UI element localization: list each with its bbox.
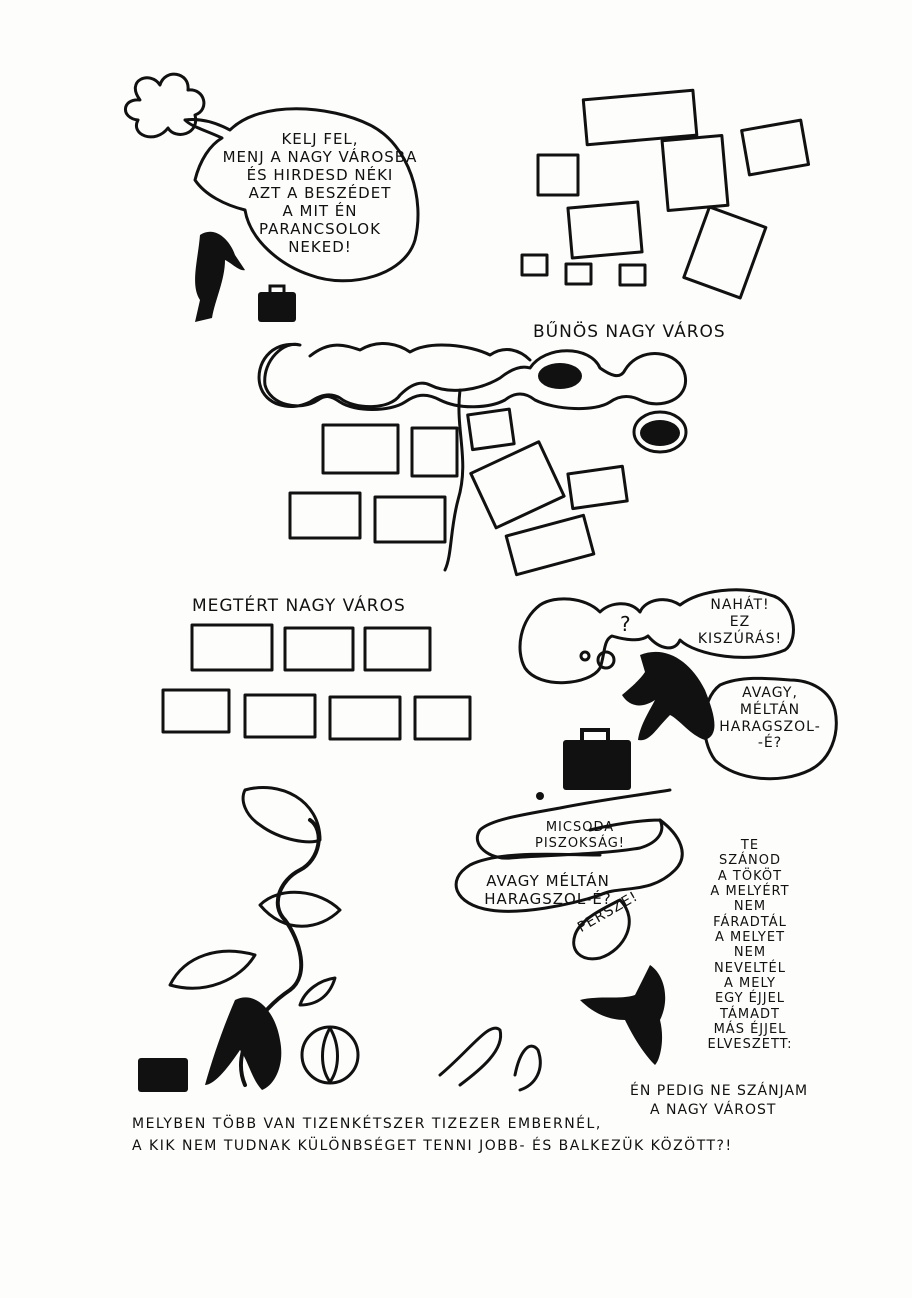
speech-line: MENJ A NAGY VÁROSBA <box>222 148 418 166</box>
thought-dot <box>596 650 616 670</box>
building <box>466 407 516 452</box>
speech-command: KELJ FEL, MENJ A NAGY VÁROSBA ÉS HIRDESD… <box>205 130 435 256</box>
leaf-icon <box>298 976 337 1007</box>
column-line: A TÖKÖT <box>717 868 783 884</box>
speech-avagy-left: AVAGY MÉLTÁN HARAGSZOL-É? <box>468 872 628 908</box>
column-line: A MELY <box>724 975 776 991</box>
briefcase-icon <box>138 1058 188 1092</box>
speech-line: KELJ FEL, <box>281 130 359 148</box>
speech-line: AZT A BESZÉDET <box>248 184 392 202</box>
building <box>288 491 362 540</box>
building <box>161 688 231 734</box>
speech-line: PARANCSOLOK <box>259 220 381 238</box>
speech-line: -É? <box>757 735 783 752</box>
column-line: TÁMADT <box>720 1006 780 1022</box>
speech-nahat: NAHÁT! EZ KISZÚRÁS! <box>690 597 790 647</box>
speech-line: HARAGSZOL- <box>719 718 821 735</box>
building <box>566 464 629 511</box>
speech-line: MÉLTÁN <box>739 701 801 718</box>
building <box>740 118 811 177</box>
bunos-city-top-line <box>308 342 532 362</box>
building <box>328 695 402 741</box>
speech-line: NEKED! <box>288 238 352 256</box>
closing-line-1: ÉN PEDIG NE SZÁNJAM <box>630 1083 809 1099</box>
prophet-figure-2 <box>622 651 715 741</box>
column-line: A MELYET <box>714 929 786 945</box>
dark-blob <box>640 420 680 446</box>
column-line: NEVELTÉL <box>714 960 786 976</box>
vine-stem <box>443 388 465 572</box>
speech-line: ÉS HIRDESD NÉKI <box>246 166 394 184</box>
building <box>283 626 355 672</box>
question-mark: ? <box>620 612 632 636</box>
prophet-figure-1 <box>195 231 245 322</box>
speech-line: HARAGSZOL-É? <box>484 890 612 908</box>
speech-line: MICSODA <box>545 820 615 835</box>
building <box>536 153 580 197</box>
building <box>410 426 459 478</box>
building <box>520 253 549 277</box>
speech-bubble-avagy-right <box>702 676 838 781</box>
column-line: MÁS ÉJJEL <box>713 1021 787 1037</box>
peel-icon <box>513 1044 542 1092</box>
column-line: NEM <box>733 899 767 915</box>
prophet-figure-3 <box>205 997 282 1090</box>
building <box>618 263 647 287</box>
closing-line-2: A NAGY VÁROST <box>650 1102 777 1118</box>
cloud-icon <box>124 72 206 139</box>
speech-ribbon <box>454 788 684 961</box>
caption-line-1: MELYBEN TÖBB VAN TIZENKÉTSZER TIZEZER EM… <box>132 1116 602 1132</box>
caption-line-2: A KIK NEM TUDNAK KÜLÖNBSÉGET TENNI JOBB-… <box>132 1138 733 1154</box>
speech-line: NAHÁT! <box>710 597 770 613</box>
building <box>469 440 566 530</box>
pumpkin-icon <box>300 1025 360 1085</box>
building <box>660 134 730 212</box>
building <box>321 423 400 475</box>
building <box>363 626 432 672</box>
column-line: NEM <box>733 945 767 961</box>
column-line: SZÁNOD <box>718 853 782 869</box>
column-line: ELVESZETT: <box>707 1037 793 1053</box>
building <box>566 200 644 260</box>
column-line: FÁRADTÁL <box>713 914 787 930</box>
bunos-city-bubbles <box>257 342 687 411</box>
building <box>564 262 593 286</box>
speech-line: AVAGY, <box>742 685 798 701</box>
building <box>190 623 274 672</box>
column-line: A MELYÉRT <box>710 883 790 899</box>
thought-dot <box>579 650 591 662</box>
briefcase-icon <box>258 292 296 322</box>
speech-line: AVAGY MÉLTÁN <box>486 872 610 890</box>
dark-blob-bubble <box>632 410 688 454</box>
building <box>682 205 768 300</box>
dot <box>536 792 544 800</box>
speech-line: KISZÚRÁS! <box>697 630 783 647</box>
leaf-icon <box>241 785 322 844</box>
speech-bubble-command <box>183 107 420 283</box>
prophet-figure-4 <box>580 965 666 1065</box>
column-line: TE <box>740 838 760 853</box>
leaf-icon <box>258 890 342 928</box>
thought-bubble <box>518 588 795 685</box>
peel-icon <box>438 1026 503 1087</box>
speech-avagy-right: AVAGY, MÉLTÁN HARAGSZOL- -É? <box>710 685 830 752</box>
speech-micsoda: MICSODA PISZOKSÁG! <box>515 820 645 851</box>
building <box>243 693 317 739</box>
building <box>413 695 472 741</box>
building <box>504 513 596 577</box>
column-line: EGY ÉJJEL <box>714 991 786 1007</box>
speech-line: A MIT ÉN <box>282 202 358 220</box>
speech-line: PISZOKSÁG! <box>534 835 626 851</box>
megtert-city-label: MEGTÉRT NAGY VÁROS <box>192 596 406 616</box>
dark-blob <box>538 363 582 389</box>
right-column-text: TE SZÁNOD A TÖKÖT A MELYÉRT NEM FÁRADTÁL… <box>690 838 810 1053</box>
building <box>373 495 447 544</box>
speech-line: EZ <box>729 613 751 630</box>
bunos-city-label: BŰNÖS NAGY VÁROS <box>533 322 726 342</box>
building <box>581 88 699 147</box>
briefcase-icon <box>563 740 631 790</box>
leaf-icon <box>168 949 257 990</box>
